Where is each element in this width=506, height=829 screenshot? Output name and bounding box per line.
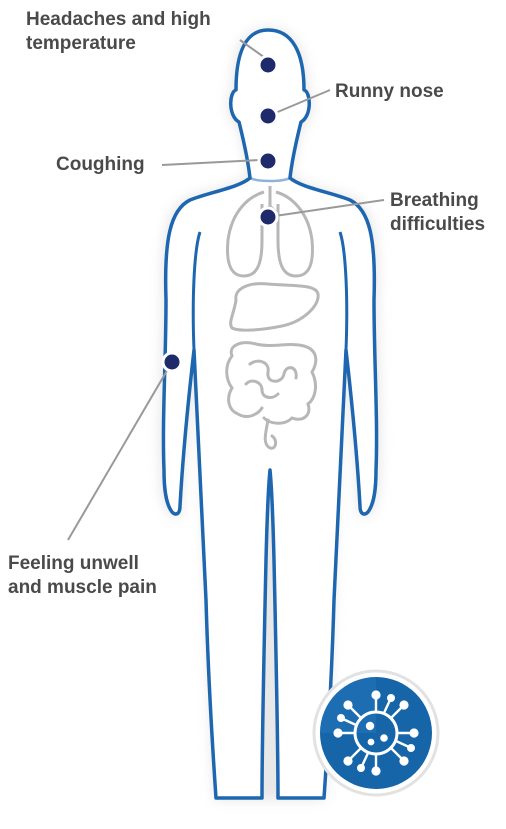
- marker-breathing: [259, 208, 277, 226]
- label-breathing-line1: Breathing: [390, 189, 485, 213]
- marker-coughing: [259, 152, 277, 170]
- label-runny-nose: Runny nose: [335, 80, 444, 104]
- virus-badge: [314, 671, 438, 795]
- label-headaches-line1: Headaches and high: [26, 8, 211, 32]
- label-breathing-line2: difficulties: [390, 213, 485, 237]
- marker-runny-nose: [259, 107, 277, 125]
- marker-headache: [259, 56, 277, 74]
- leader-coughing: [162, 160, 260, 165]
- label-headaches: Headaches and high temperature: [26, 8, 211, 56]
- label-muscle-line1: Feeling unwell: [8, 552, 157, 576]
- label-muscle-line2: and muscle pain: [8, 576, 157, 600]
- label-coughing: Coughing: [56, 153, 145, 177]
- label-breathing: Breathing difficulties: [390, 189, 485, 237]
- leader-muscle: [68, 362, 172, 540]
- marker-muscle: [163, 353, 181, 371]
- label-muscle-pain: Feeling unwell and muscle pain: [8, 552, 157, 600]
- label-headaches-line2: temperature: [26, 32, 211, 56]
